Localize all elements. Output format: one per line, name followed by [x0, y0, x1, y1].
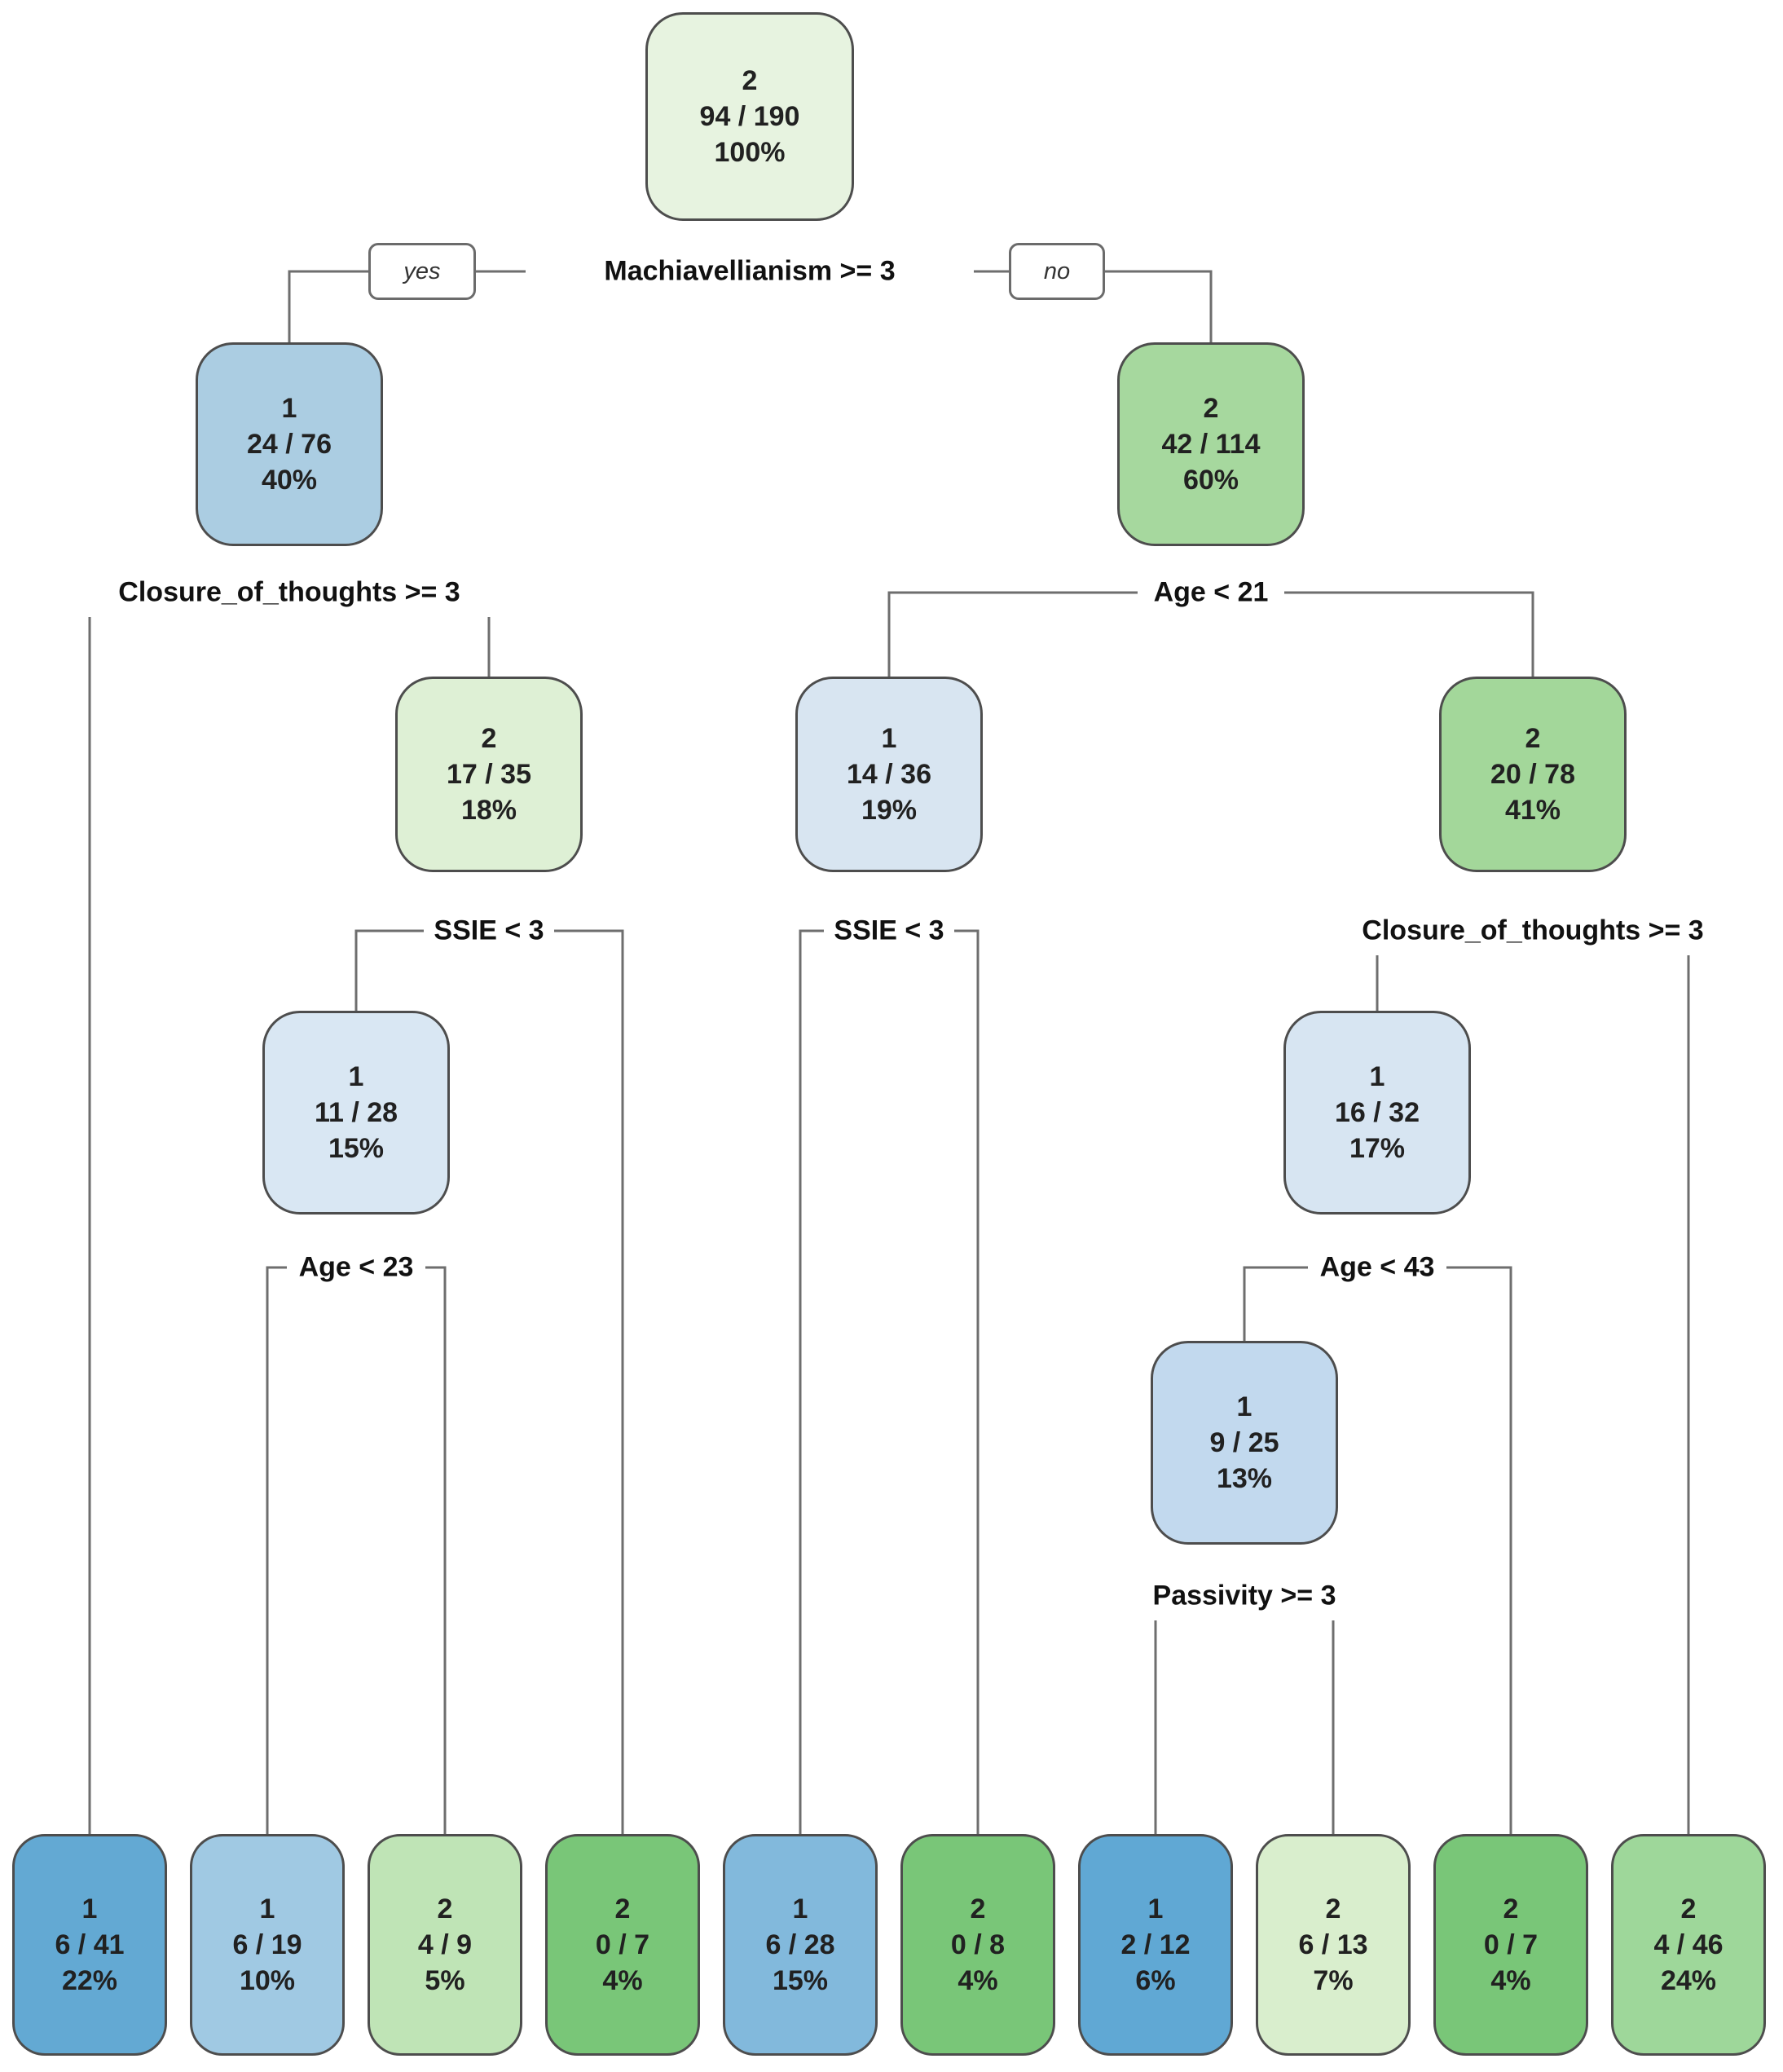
tree-node: 1 24 / 76 40% [196, 342, 383, 546]
node-percent-line: 13% [1216, 1463, 1273, 1494]
connector-line [1243, 1266, 1308, 1341]
tree-node: 2 17 / 35 18% [395, 677, 583, 872]
leaf-node: 2 4 / 46 24% [1611, 1834, 1766, 2056]
tree-node-root: 2 94 / 190 100% [645, 12, 854, 221]
split-label: Closure_of_thoughts >= 3 [1362, 915, 1704, 946]
tree-node: 2 42 / 114 60% [1117, 342, 1305, 546]
node-percent-line: 17% [1349, 1133, 1406, 1164]
node-count-line: 17 / 35 [447, 759, 531, 790]
node-count-line: 2 / 12 [1120, 1929, 1191, 1960]
node-count-line: 24 / 76 [247, 429, 332, 460]
node-count-line: 6 / 41 [55, 1929, 125, 1960]
tree-node: 2 20 / 78 41% [1439, 677, 1627, 872]
node-class-line: 2 [970, 1893, 986, 1924]
node-percent-line: 40% [261, 465, 318, 496]
node-class-line: 1 [281, 393, 297, 424]
node-percent-line: 41% [1504, 795, 1561, 826]
connector-line [799, 929, 824, 1834]
tree-node: 1 16 / 32 17% [1283, 1011, 1471, 1215]
node-class-line: 2 [1503, 1893, 1519, 1924]
no-badge: no [1009, 243, 1105, 300]
tree-node: 1 14 / 36 19% [795, 677, 983, 872]
node-class-line: 1 [881, 723, 897, 754]
split-label: SSIE < 3 [834, 915, 944, 946]
node-percent-line: 6% [1135, 1965, 1176, 1996]
node-class-line: 2 [1203, 393, 1219, 424]
leaf-node: 1 6 / 41 22% [12, 1834, 167, 2056]
node-percent-line: 19% [861, 795, 918, 826]
node-class-line: 1 [259, 1893, 275, 1924]
node-class-line: 2 [1525, 723, 1541, 754]
connector-line [425, 1266, 447, 1834]
node-count-line: 9 / 25 [1209, 1427, 1279, 1458]
split-label: Age < 43 [1319, 1251, 1435, 1283]
node-count-line: 0 / 7 [1483, 1929, 1539, 1960]
node-count-line: 6 / 13 [1298, 1929, 1368, 1960]
node-percent-line: 15% [328, 1133, 385, 1164]
node-percent-line: 60% [1182, 465, 1239, 496]
leaf-node: 1 2 / 12 6% [1078, 1834, 1233, 2056]
node-count-line: 16 / 32 [1335, 1097, 1420, 1128]
node-percent-line: 15% [772, 1965, 829, 1996]
node-class-line: 1 [792, 1893, 808, 1924]
node-class-line: 2 [614, 1893, 631, 1924]
connector-line [887, 591, 1138, 677]
node-class-line: 2 [437, 1893, 453, 1924]
node-class-line: 1 [348, 1061, 364, 1092]
connector-line [354, 929, 424, 1011]
node-count-line: 4 / 9 [417, 1929, 473, 1960]
node-class-line: 2 [742, 65, 758, 96]
node-percent-line: 18% [460, 795, 517, 826]
split-label: Age < 21 [1153, 576, 1269, 608]
connector-line [554, 929, 624, 1834]
node-percent-line: 22% [61, 1965, 118, 1996]
connector-line [1284, 591, 1534, 677]
node-percent-line: 4% [1490, 1965, 1531, 1996]
node-percent-line: 5% [425, 1965, 465, 1996]
leaf-node: 1 6 / 19 10% [190, 1834, 345, 2056]
node-percent-line: 24% [1660, 1965, 1717, 1996]
connector-line [266, 1266, 287, 1834]
connector-line [1446, 1266, 1512, 1834]
node-percent-line: 7% [1313, 1965, 1354, 1996]
tree-node: 1 9 / 25 13% [1151, 1341, 1338, 1545]
tree-node: 1 11 / 28 15% [262, 1011, 450, 1215]
node-count-line: 42 / 114 [1161, 429, 1261, 460]
leaf-node: 2 0 / 7 4% [1433, 1834, 1588, 2056]
split-label: Passivity >= 3 [1152, 1580, 1336, 1611]
node-count-line: 14 / 36 [847, 759, 931, 790]
node-class-line: 1 [1369, 1061, 1385, 1092]
node-percent-line: 10% [239, 1965, 296, 1996]
node-percent-line: 4% [602, 1965, 643, 1996]
node-class-line: 1 [81, 1893, 98, 1924]
node-count-line: 11 / 28 [314, 1097, 398, 1128]
node-class-line: 1 [1236, 1391, 1253, 1422]
node-class-line: 1 [1147, 1893, 1164, 1924]
node-class-line: 2 [1680, 1893, 1697, 1924]
split-label: Machiavellianism >= 3 [604, 255, 896, 287]
leaf-node: 2 6 / 13 7% [1256, 1834, 1411, 2056]
split-label: Age < 23 [298, 1251, 414, 1283]
node-count-line: 20 / 78 [1490, 759, 1575, 790]
node-count-line: 6 / 28 [765, 1929, 835, 1960]
split-label: Closure_of_thoughts >= 3 [118, 576, 460, 608]
node-count-line: 4 / 46 [1653, 1929, 1724, 1960]
node-class-line: 2 [1325, 1893, 1341, 1924]
leaf-node: 2 0 / 8 4% [900, 1834, 1055, 2056]
node-percent-line: 100% [714, 137, 786, 168]
leaf-node: 1 6 / 28 15% [723, 1834, 878, 2056]
node-count-line: 0 / 7 [595, 1929, 650, 1960]
yes-badge: yes [368, 243, 476, 300]
leaf-node: 2 0 / 7 4% [545, 1834, 700, 2056]
node-class-line: 2 [481, 723, 497, 754]
node-percent-line: 4% [958, 1965, 998, 1996]
split-label: SSIE < 3 [434, 915, 544, 946]
connector-line [954, 929, 980, 1834]
node-count-line: 0 / 8 [950, 1929, 1006, 1960]
leaf-node: 2 4 / 9 5% [368, 1834, 522, 2056]
node-count-line: 94 / 190 [699, 101, 800, 132]
node-count-line: 6 / 19 [232, 1929, 302, 1960]
